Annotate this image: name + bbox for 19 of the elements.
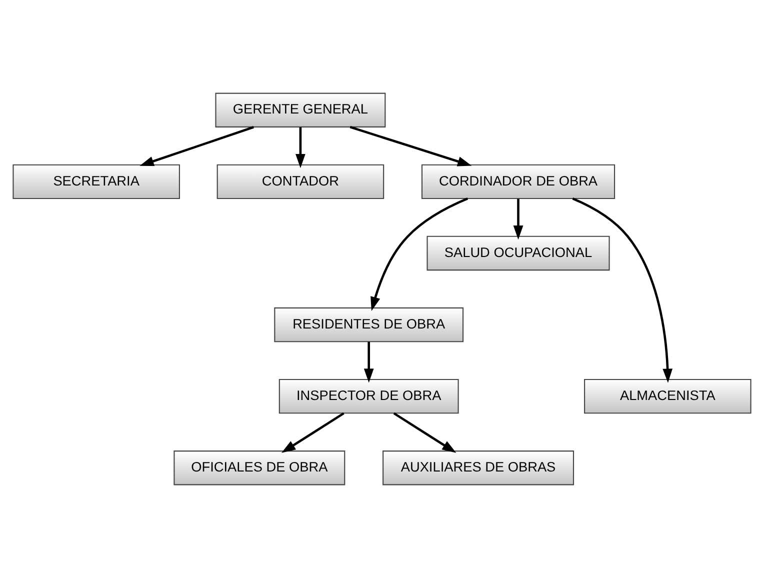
node-box: ALMACENISTA (584, 378, 751, 414)
node-box: SALUD OCUPACIONAL (426, 236, 610, 271)
node-box: AUXILIARES DE OBRAS (382, 450, 574, 486)
arrow (280, 412, 344, 453)
arrow (512, 198, 523, 240)
arrow (370, 198, 468, 312)
arrow (392, 412, 456, 453)
arrow (363, 342, 374, 383)
arrow (349, 126, 472, 166)
node-box: RESIDENTES DE OBRA (274, 307, 464, 342)
node-box: CONTADOR (216, 164, 384, 200)
node-box: CORDINADOR DE OBRA (420, 164, 615, 200)
node-box: INSPECTOR DE OBRA (278, 378, 458, 414)
node-box: OFICIALES DE OBRA (173, 450, 345, 486)
arrow (139, 126, 254, 166)
node-box: GERENTE GENERAL (214, 92, 386, 128)
arrow (572, 198, 672, 383)
arrow (295, 127, 305, 168)
node-box: SECRETARIA (12, 164, 180, 200)
